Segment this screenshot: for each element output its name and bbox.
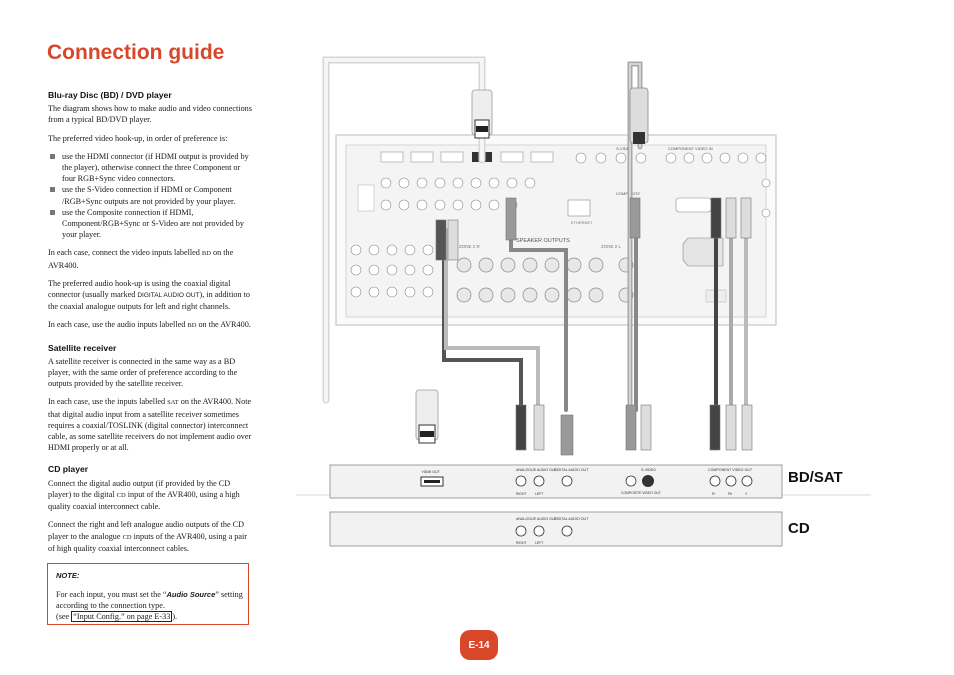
cd-right-label: RIGHT xyxy=(516,541,527,545)
bdsat-left-label: LEFT xyxy=(535,492,543,496)
note-label: NOTE: xyxy=(56,571,80,580)
zone2l-label: ZONE 2 L xyxy=(601,244,622,249)
cd-p2-text: Connect the right and left analogue audi… xyxy=(48,520,245,541)
bd-p3: In each case, connect the video inputs l… xyxy=(48,247,253,270)
cd-analogue-label: ANALOGUE AUDIO OUT xyxy=(516,517,558,521)
power-inlet xyxy=(682,237,724,267)
bdsat-y-label: Y xyxy=(745,492,748,496)
bdsat-composite-label: COMPOSITE VIDEO OUT xyxy=(621,491,661,495)
bd-p3-text: In each case, connect the video inputs l… xyxy=(48,248,202,258)
bdsat-pr-label: Pr xyxy=(712,492,716,496)
connection-diagram: SPEAKER OUTPUTS ZONE 2 R ZONE 2 L ETHERN… xyxy=(296,56,871,547)
bd-p3-text-end: on the AVR400. xyxy=(48,248,234,270)
bdsat-label: BD/SAT xyxy=(788,469,843,486)
cd-p2-label: CD xyxy=(122,533,132,541)
note-setting-name: Audio Source xyxy=(166,590,216,599)
note-text-e: ). xyxy=(172,612,178,621)
cd-digital-label: DIGITAL AUDIO OUT xyxy=(554,517,589,521)
bd-p5-text-end: on the AVR400. xyxy=(196,320,251,330)
note-text: For each input, you must set the “Audio … xyxy=(56,589,248,622)
note-text-a: For each input, you must set the “ xyxy=(56,590,167,599)
bd-p4-label: DIGITAL AUDIO OUT xyxy=(137,292,200,300)
note-box: NOTE: For each input, you must set the “… xyxy=(47,563,249,625)
bdsat-pb-label: Pb xyxy=(728,492,732,496)
note-text-c: ” setting according to the connection ty… xyxy=(56,590,243,610)
zone2r-label: ZONE 2 R xyxy=(459,244,481,249)
cd-p1-label: CD xyxy=(116,491,126,499)
cd-p1: Connect the digital audio output (if pro… xyxy=(48,478,253,513)
sat-heading: Satellite receiver xyxy=(48,342,117,353)
bd-p4-text: The preferred audio hook-up is using the… xyxy=(48,278,231,300)
bd-p5-text: In each case, use the audio inputs label… xyxy=(48,320,188,330)
hdmi-plug-bottom xyxy=(415,389,439,444)
bdsat-digital-label: DIGITAL AUDIO OUT xyxy=(554,468,589,472)
rs232-port xyxy=(675,197,712,213)
bdsat-right-label: RIGHT xyxy=(516,492,527,496)
cd-p2: Connect the right and left analogue audi… xyxy=(48,519,253,554)
avr400-rear-panel: SPEAKER OUTPUTS ZONE 2 R ZONE 2 L ETHERN… xyxy=(335,134,777,326)
bd-p5-label: BD xyxy=(187,322,197,330)
speaker-outputs-label: SPEAKER OUTPUTS xyxy=(516,238,570,244)
sat-p2-label: SAT xyxy=(167,399,179,407)
bd-bullet-2: use the S-Video connection if HDMI or Co… xyxy=(48,184,253,206)
component-in-label: COMPONENT VIDEO IN xyxy=(668,146,713,151)
bd-p4: The preferred audio hook-up is using the… xyxy=(48,278,253,313)
bdsat-hdmi-label: HDMI OUT xyxy=(422,470,441,474)
sat-p2-text-end: on the AVR400. Note that digital audio i… xyxy=(48,397,252,453)
page-number-badge: E-14 xyxy=(460,630,498,660)
note-text-d: (see xyxy=(56,612,72,621)
cd-p1-text: Connect the digital audio output (if pro… xyxy=(48,478,231,499)
bd-p3-label: BD xyxy=(201,250,211,258)
cd-p1-text-end: input of the AVR400, using a high qualit… xyxy=(48,489,240,512)
bd-heading: Blu-ray Disc (BD) / DVD player xyxy=(48,90,172,100)
ethernet-port xyxy=(567,199,591,217)
sat-p2: In each case, use the inputs labelled SA… xyxy=(48,396,253,453)
bdsat-device: HDMI OUT ANALOGUE AUDIO OUT DIGITAL AUDI… xyxy=(329,464,783,499)
bd-p1: The diagram shows how to make audio and … xyxy=(48,104,252,125)
text-column: Blu-ray Disc (BD) / DVD player The diagr… xyxy=(48,90,253,561)
page-title: Connection guide xyxy=(47,41,225,64)
svideo-in-label: S-VIDEO xyxy=(616,146,632,151)
note-page-link[interactable]: “Input Config.” on page E-33 xyxy=(71,611,173,622)
cd-heading: CD player xyxy=(48,464,89,475)
sat-p2-text: In each case, use the inputs labelled xyxy=(48,397,168,407)
cd-label: CD xyxy=(788,520,810,537)
bdsat-component-label: COMPONENT VIDEO OUT xyxy=(708,468,753,472)
bd-p2: The preferred video hook-up, in order of… xyxy=(48,133,228,143)
hdmi-plug-top xyxy=(471,89,493,139)
ethernet-label: ETHERNET xyxy=(571,220,593,225)
bdsat-svideo-label: S-VIDEO xyxy=(641,468,656,472)
cd-p2-text-end: inputs of the AVR400, using a pair of hi… xyxy=(48,531,247,553)
svideo-plug-top xyxy=(629,87,649,144)
cd-device: ANALOGUE AUDIO OUT DIGITAL AUDIO OUT RIG… xyxy=(329,511,783,547)
cd-left-label: LEFT xyxy=(535,541,543,545)
bd-p4-text-end: ), in addition to the coaxial analogue o… xyxy=(48,290,250,312)
sat-p1: A satellite receiver is connected in the… xyxy=(48,356,238,389)
bd-bullet-list: use the HDMI connector (if HDMI output i… xyxy=(48,151,253,241)
bd-bullet-1: use the HDMI connector (if HDMI output i… xyxy=(48,151,253,185)
bdsat-analogue-label: ANALOGUE AUDIO OUT xyxy=(516,468,558,472)
bd-p5: In each case, use the audio inputs label… xyxy=(48,319,253,331)
bd-bullet-3: use the Composite connection if HDMI, Co… xyxy=(48,207,253,241)
